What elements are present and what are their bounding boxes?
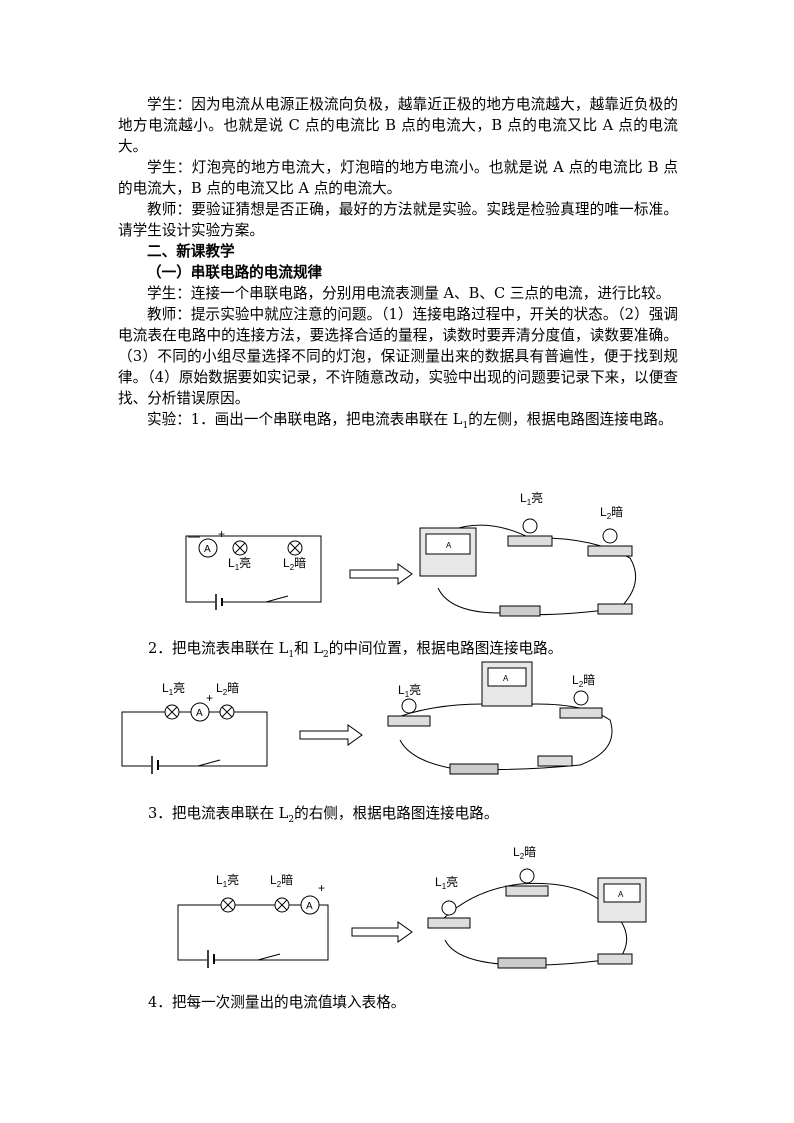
paragraph-teacher-1: 教师：要验证猜想是否正确，最好的方法就是实验。实践是检验真理的唯一标准。请学生设… — [118, 201, 678, 239]
battery-device — [499, 605, 541, 617]
paragraph-student-guess-2: 学生：灯泡亮的地方电流大，灯泡暗的地方电流小。也就是说 A 点的电流比 B 点的… — [118, 159, 678, 197]
label-l2-dim: L2暗 — [270, 872, 293, 889]
label-l1-bright: L1亮 — [228, 555, 251, 572]
svg-text:A: A — [446, 541, 452, 550]
label-l1-bright-photo: L1亮 — [435, 874, 458, 891]
bulb-device-l1 — [507, 535, 553, 547]
step-3: 3．把电流表串联在 L2的右侧，根据电路图连接电路。 — [148, 805, 499, 825]
bulb-device-l1 — [387, 715, 431, 727]
label-l1-bright: L1亮 — [162, 680, 185, 697]
ammeter-symbol — [198, 538, 218, 558]
bulb-device-l2 — [587, 545, 633, 557]
physical-circuit-2: A — [387, 661, 613, 775]
switch-device — [597, 603, 633, 615]
battery-device — [449, 763, 499, 775]
figure-3: A + L1亮 L2暗 A L1亮 L2暗 — [177, 844, 647, 969]
battery-device — [497, 957, 547, 969]
physical-circuit-3: A — [427, 868, 647, 969]
label-l2-dim-photo: L2暗 — [600, 504, 623, 521]
switch-device — [597, 953, 633, 965]
ammeter-symbol — [190, 702, 210, 722]
heading-new-lesson: 二、新课教学 — [147, 243, 235, 260]
label-l2-dim-photo: L2暗 — [572, 672, 595, 689]
arrow-icon — [299, 724, 363, 746]
svg-text:A: A — [306, 901, 313, 912]
paragraph-teacher-notes: 教师：提示实验中就应注意的问题。（1）连接电路过程中，开关的状态。（2）强调电流… — [118, 306, 678, 407]
ammeter-symbol-letter: A — [204, 544, 211, 555]
svg-text:+: + — [318, 881, 325, 895]
heading-series-current: （一）串联电路的电流规律 — [147, 264, 323, 281]
bulb-device-l2 — [505, 885, 549, 897]
figure-1: — A + L1亮 L2暗 A L1亮 L2暗 — [185, 490, 637, 617]
label-l2-dim: L2暗 — [283, 555, 306, 572]
svg-text:A: A — [503, 674, 509, 683]
step-4: 4．把每一次测量出的电流值填入表格。 — [148, 994, 406, 1011]
bulb-device-l2 — [559, 707, 603, 719]
label-l1-bright-photo: L1亮 — [520, 490, 543, 507]
plus-sign: + — [218, 527, 225, 541]
step-2: 2．把电流表串联在 L1和 L2的中间位置，根据电路图连接电路。 — [148, 640, 563, 660]
ammeter-symbol — [300, 895, 320, 915]
svg-text:A: A — [618, 890, 624, 899]
svg-text:A: A — [196, 708, 203, 719]
physical-circuit-1: A — [419, 518, 637, 617]
figure-2: A + L1亮 L2暗 A L1亮 L2暗 — [121, 661, 613, 775]
bulb-device-l1 — [427, 917, 471, 929]
label-l1-bright-photo: L1亮 — [398, 682, 421, 699]
paragraph-student-guess-1: 学生：因为电流从电源正极流向负极，越靠近正极的地方电流越大，越靠近负极的地方电流… — [118, 96, 678, 155]
switch-device — [537, 755, 573, 767]
arrow-icon — [351, 921, 413, 943]
label-l2-dim: L2暗 — [216, 680, 239, 697]
paragraph-experiment-1: 实验：1．画出一个串联电路，把电流表串联在 L1的左侧，根据电路图连接电路。 — [147, 411, 673, 431]
schematic-1 — [185, 535, 322, 610]
arrow-icon — [349, 563, 413, 585]
label-l1-bright: L1亮 — [216, 872, 239, 889]
svg-text:+: + — [206, 691, 213, 705]
document-page: 学生：因为电流从电源正极流向负极，越靠近正极的地方电流越大，越靠近负极的地方电流… — [118, 94, 678, 437]
label-l2-dim-photo: L2暗 — [513, 844, 536, 861]
paragraph-student-plan: 学生：连接一个串联电路，分别用电流表测量 A、B、C 三点的电流，进行比较。 — [147, 285, 671, 302]
minus-sign: — — [188, 529, 200, 543]
